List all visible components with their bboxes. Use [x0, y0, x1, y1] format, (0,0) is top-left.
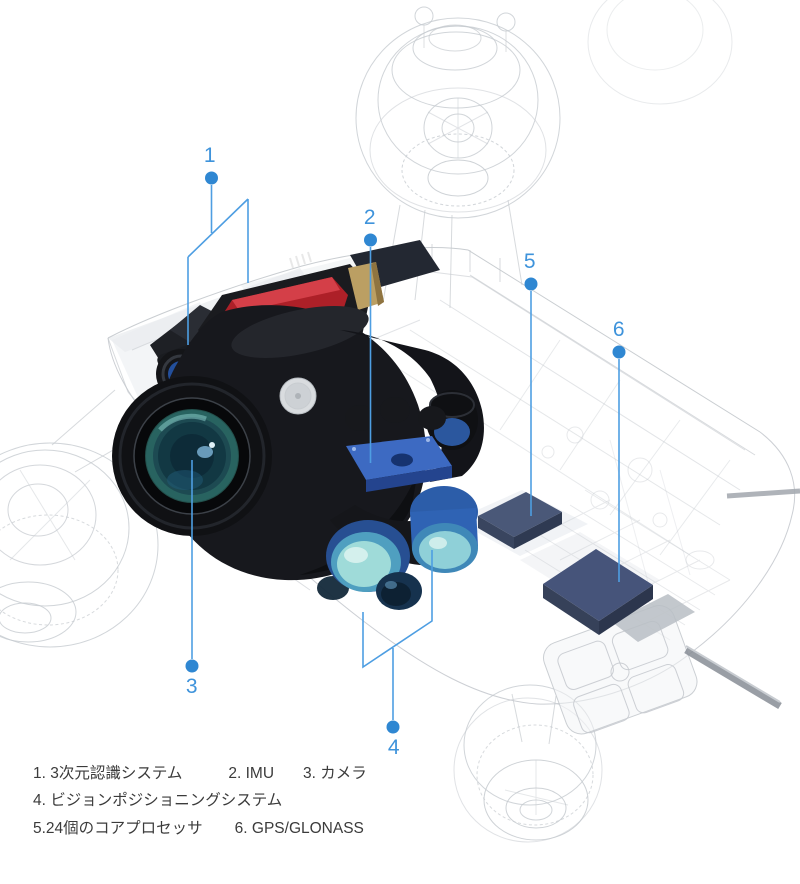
legend-item-3: 3. カメラ: [303, 765, 367, 782]
imu-board: [345, 397, 452, 492]
legend-row-1: 1. 3次元認識システム 2. IMU 3. カメラ: [33, 760, 593, 787]
legend-item-2: 2. IMU: [228, 765, 275, 782]
rear-compartment: [543, 605, 698, 735]
callout-number-1: 1: [203, 144, 217, 167]
callout-3-lines: [185, 460, 199, 673]
callout-number-3: 3: [185, 675, 199, 698]
callout-2-dot: [364, 233, 377, 247]
main-camera-lens: [112, 376, 272, 536]
vision-positioning-sensors: [317, 486, 478, 610]
callout-5-dot: [524, 277, 538, 291]
rotor-top: [355, 0, 733, 309]
legend-row-3: 5.24個のコアプロセッサ 6. GPS/GLONASS: [33, 815, 593, 842]
legend-row-2: 4. ビジョンポジショニングシステム: [33, 787, 593, 814]
callout-number-5: 5: [523, 250, 537, 273]
callout-6-lines: [612, 345, 626, 582]
legend-item-5: 5.24個のコアプロセッサ: [33, 819, 203, 837]
core-processor-module: [478, 492, 562, 549]
callout-number-4: 4: [387, 736, 401, 759]
callout-1-lines: [187, 171, 249, 345]
callout-lines: [185, 171, 626, 734]
legend: 1. 3次元認識システム 2. IMU 3. カメラ 4. ビジョンポジショニン…: [33, 760, 593, 842]
callout-number-2: 2: [363, 206, 377, 229]
gray-accents: [684, 488, 800, 710]
callout-number-6: 6: [612, 318, 626, 341]
callout-4-dot: [386, 720, 400, 734]
callout-6-dot: [612, 345, 626, 359]
callout-3-dot: [185, 659, 199, 673]
legend-item-4: 4. ビジョンポジショニングシステム: [33, 792, 283, 810]
gimbal-assembly: [112, 240, 484, 610]
rotor-bottom: [453, 684, 603, 843]
legend-item-6: 6. GPS/GLONASS: [234, 819, 364, 837]
callout-1-dot: [205, 171, 218, 185]
interior-hatch: [524, 426, 731, 641]
legend-item-1: 1. 3次元認識システム: [33, 765, 183, 782]
callout-2-lines: [364, 233, 377, 463]
rotor-left: [0, 442, 159, 648]
gps-glonass-module: [543, 549, 695, 642]
callout-5-lines: [524, 277, 538, 516]
callout-4-lines: [362, 550, 433, 734]
